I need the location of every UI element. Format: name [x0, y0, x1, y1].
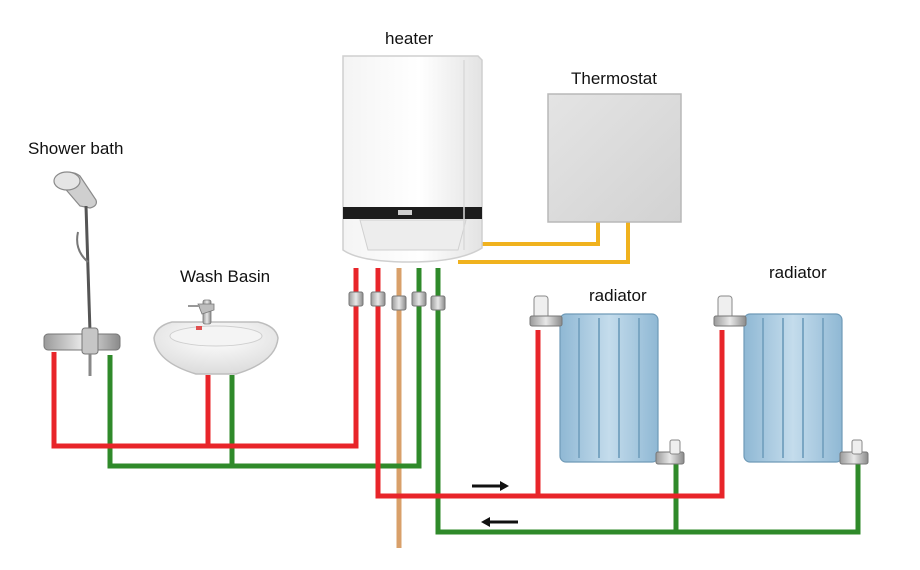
radiator-icon — [529, 295, 685, 465]
radiator-label: radiator — [589, 286, 647, 305]
thermostat-wires — [458, 222, 630, 264]
flow-arrow-icon — [472, 481, 509, 491]
thermostat-icon — [547, 93, 682, 223]
shower-icon — [43, 171, 121, 376]
radiator-label: radiator — [769, 263, 827, 282]
shower-label: Shower bath — [28, 139, 124, 158]
wash-basin-label: Wash Basin — [180, 267, 271, 286]
wash-basin-icon — [153, 299, 279, 375]
flow-pipes — [51, 268, 725, 499]
flow-arrow-icon — [481, 517, 518, 527]
heater-icon — [342, 55, 483, 263]
heater-valves — [348, 291, 446, 311]
thermostat-label: Thermostat — [571, 69, 657, 88]
radiator-icon — [713, 295, 869, 465]
heater-label: heater — [385, 29, 434, 48]
